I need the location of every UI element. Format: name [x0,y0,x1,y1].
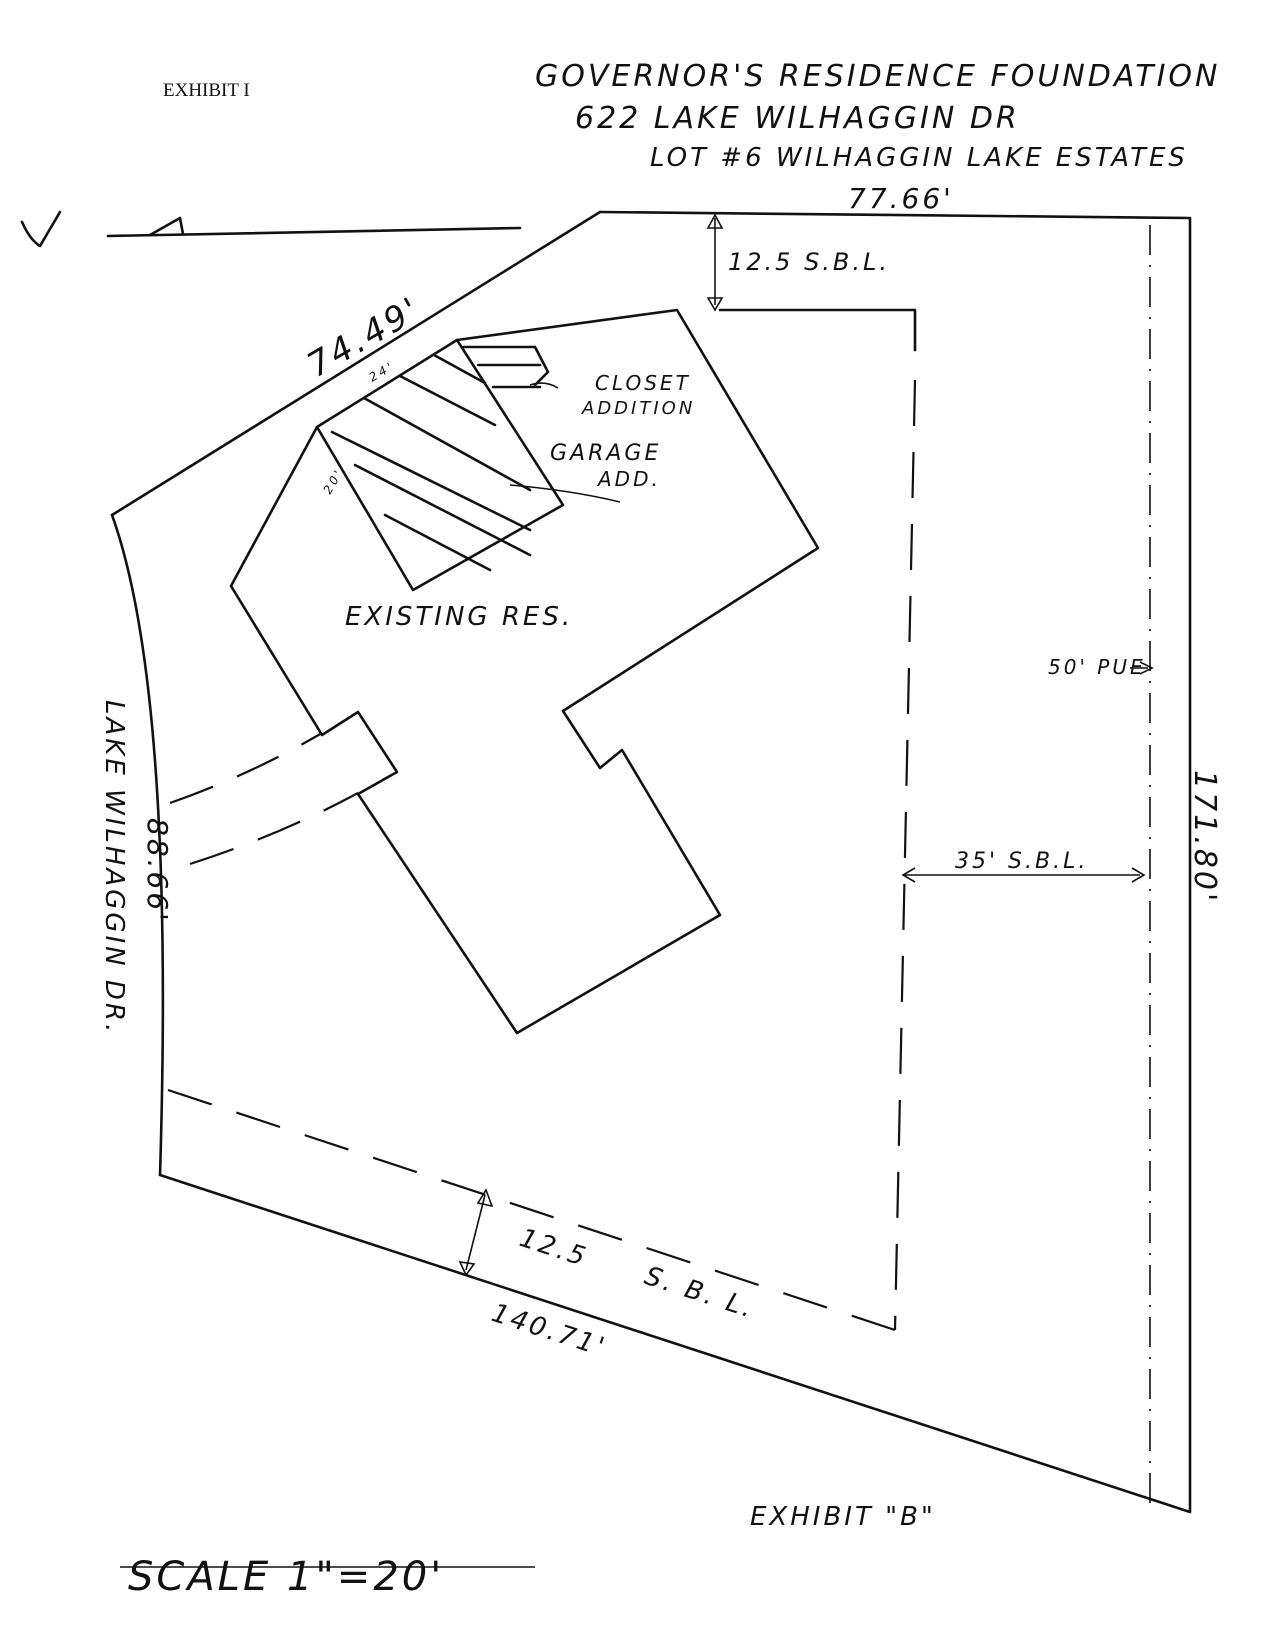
closet-label-2: ADDITION [581,398,695,419]
north-arrow-icon [20,210,522,248]
street-label: LAKE WILHAGGIN DR. [99,700,129,1035]
garage-label-2: ADD. [596,467,661,491]
closet-addition [460,345,550,389]
scale-label: SCALE 1"=20' [128,1554,444,1600]
west-dimension: 88.66' [141,818,174,924]
title-line-2: 622 LAKE WILHAGGIN DR [575,101,1020,136]
northwest-dimension: 74.49' [301,289,429,386]
north-setback-label: 12.5 S.B.L. [728,248,890,276]
east-dimension: 171.80' [1187,770,1222,904]
dimension-arrows [458,213,1154,1277]
closet-leader [529,382,559,389]
setback-lines [167,225,1151,1505]
closet-label-1: CLOSET [595,371,691,395]
exhibit-b-label: EXHIBIT "B" [750,1502,936,1532]
garage-label-1: GARAGE [550,441,661,466]
south-setback-text: S. B. L. [641,1261,759,1325]
south-dimension: 140.71' [488,1298,611,1363]
title-line-1: GOVERNOR'S RESIDENCE FOUNDATION [535,59,1220,94]
garage-leader [509,484,621,503]
driveway [169,732,359,866]
garage-addition [315,338,565,592]
existing-residence-label: EXISTING RES. [345,602,573,632]
lot-boundary [110,210,1192,1514]
existing-residence [229,308,820,1035]
south-setback-number: 12.5 [516,1223,592,1273]
exhibit-i-label: EXHIBIT I [163,80,250,101]
east-setback-label: 35' S.B.L. [955,849,1088,874]
north-dimension: 77.66' [848,182,954,215]
pue-label: 50' PUE [1048,655,1146,679]
title-line-3: LOT #6 WILHAGGIN LAKE ESTATES [650,143,1188,173]
